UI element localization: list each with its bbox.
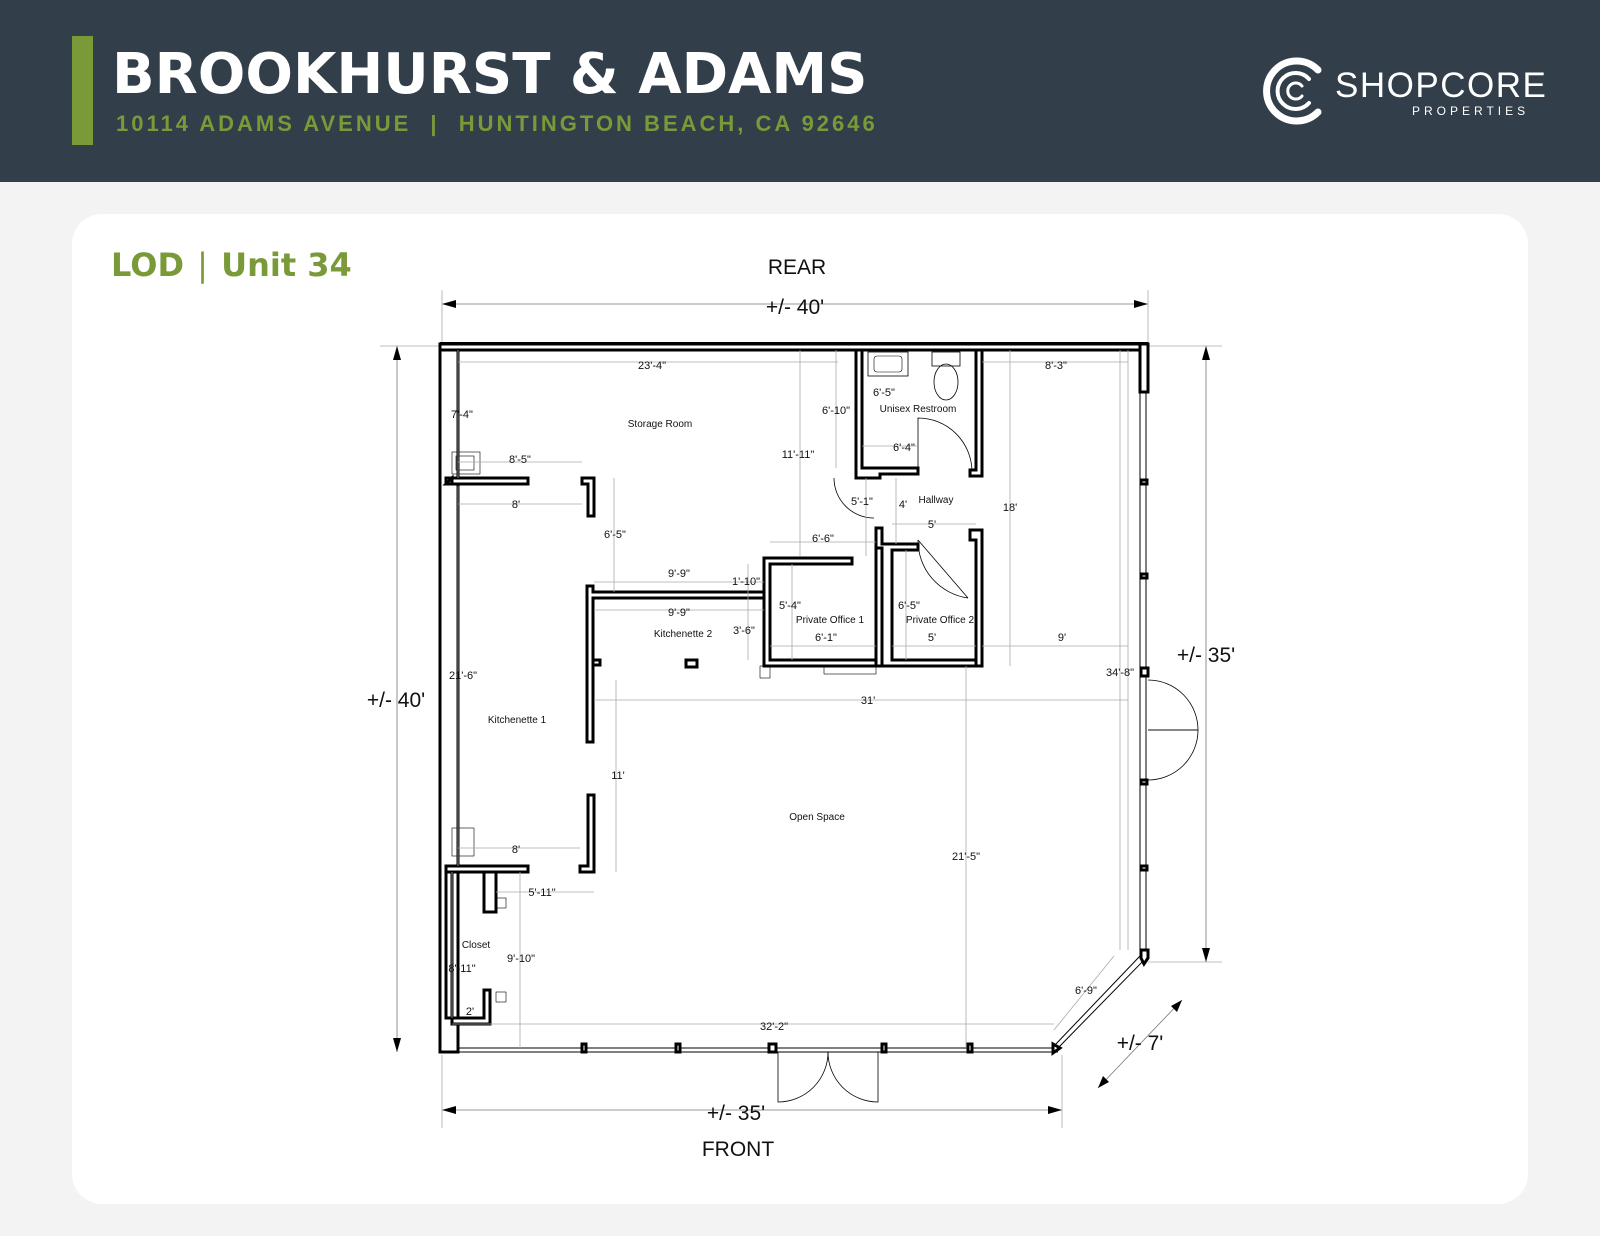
- dim-label: 7'-4": [451, 409, 473, 421]
- dim-label: 5'-4": [779, 600, 801, 612]
- dim-label: 9'-9": [668, 607, 690, 619]
- dim-label: 3'-6": [733, 625, 755, 637]
- room-kitchenette2: Kitchenette 2: [654, 629, 713, 640]
- angled-wall-label: +/- 7': [1117, 1032, 1164, 1055]
- header-banner: BROOKHURST & ADAMS 10114 ADAMS AVENUE | …: [0, 0, 1600, 182]
- logo-subtitle: PROPERTIES: [1412, 104, 1530, 118]
- dim-label: 5': [928, 519, 936, 531]
- front-width-label: +/- 35': [707, 1102, 765, 1125]
- dim-label: 11'-11": [782, 449, 815, 461]
- room-closet: Closet: [462, 940, 491, 951]
- dim-label: 6'-1": [815, 632, 837, 644]
- property-title: BROOKHURST & ADAMS: [112, 42, 868, 107]
- dim-label: 8'-5": [509, 454, 531, 466]
- right-depth-label: +/- 35': [1177, 644, 1235, 667]
- logo-wordmark: SHOPCORE: [1335, 66, 1548, 105]
- left-depth-label: +/- 40': [367, 689, 425, 712]
- dim-label: 6'-5": [604, 529, 626, 541]
- dim-label: 8': [512, 844, 520, 856]
- dim-label: 6'-4": [893, 442, 915, 454]
- address-street: 10114 ADAMS AVENUE: [116, 111, 412, 136]
- dim-label: 5': [928, 632, 936, 644]
- shopcore-logo: SHOPCORE PROPERTIES: [1262, 56, 1546, 130]
- dim-label: 4': [899, 499, 907, 511]
- wall-posts: [580, 478, 1150, 1056]
- fixtures: [451, 351, 961, 1003]
- dim-label: 6'-5": [898, 600, 920, 612]
- dim-label: 23'-4": [638, 360, 666, 372]
- unit-title: LOD | Unit 34: [111, 246, 352, 284]
- unit-title-right: Unit 34: [221, 246, 352, 284]
- dim-label: 6'-9": [1075, 985, 1097, 997]
- dim-label: 9'-10": [507, 953, 535, 965]
- room-office2: Private Office 2: [906, 615, 975, 626]
- dim-label: 9': [1058, 632, 1066, 644]
- room-open-space: Open Space: [789, 812, 845, 823]
- dim-label: 8'-11": [448, 963, 475, 975]
- room-hallway: Hallway: [918, 495, 953, 506]
- dim-label: 9'-9": [668, 568, 690, 580]
- dim-label: 1'-10": [732, 576, 760, 588]
- interior-dimension-lines: [451, 350, 1128, 1048]
- dim-label: 21'-6": [449, 670, 477, 682]
- unit-title-divider: |: [197, 246, 208, 284]
- dim-label: 6'-6": [812, 533, 834, 545]
- room-restroom: Unisex Restroom: [880, 404, 957, 415]
- address-city: HUNTINGTON BEACH, CA 92646: [458, 111, 878, 136]
- dim-label: 6'-10": [822, 405, 850, 417]
- interior-walls: [442, 348, 984, 1026]
- rear-wall: [438, 342, 1150, 352]
- rear-width-label: +/- 40': [766, 296, 824, 319]
- rear-label: REAR: [768, 256, 826, 279]
- accent-bar: [72, 36, 93, 145]
- address-divider: |: [430, 111, 440, 136]
- dim-label: 5'-11": [528, 887, 555, 899]
- room-storage: Storage Room: [628, 419, 692, 430]
- front-label: FRONT: [702, 1138, 774, 1161]
- rear-right-stub: [1138, 342, 1150, 394]
- unit-title-left: LOD: [111, 246, 185, 284]
- dim-label: 11': [611, 770, 625, 782]
- dim-label: 18': [1003, 502, 1017, 514]
- shopcore-logo-icon: [1263, 57, 1322, 125]
- dim-label: 21'-5": [952, 851, 980, 863]
- room-office1: Private Office 1: [796, 615, 865, 626]
- dim-label: 8': [512, 499, 520, 511]
- dim-label: 5'-1": [851, 496, 873, 508]
- doors: [777, 417, 1199, 1103]
- dim-label: 34'-8": [1106, 667, 1134, 679]
- dim-label: 31': [861, 695, 875, 707]
- dimension-labels: 23'-4" 8'-3" 6'-5" 7'-4" 6'-10" 6'-4" 11…: [448, 360, 1134, 1033]
- overall-dimensions: [380, 290, 1222, 1128]
- dim-label: 32'-2": [760, 1021, 788, 1033]
- room-kitchenette1: Kitchenette 1: [488, 715, 547, 726]
- dim-label: 8'-3": [1045, 360, 1067, 372]
- dim-label: 6'-5": [873, 387, 895, 399]
- property-address: 10114 ADAMS AVENUE | HUNTINGTON BEACH, C…: [116, 110, 878, 138]
- dim-label: 2': [466, 1006, 474, 1018]
